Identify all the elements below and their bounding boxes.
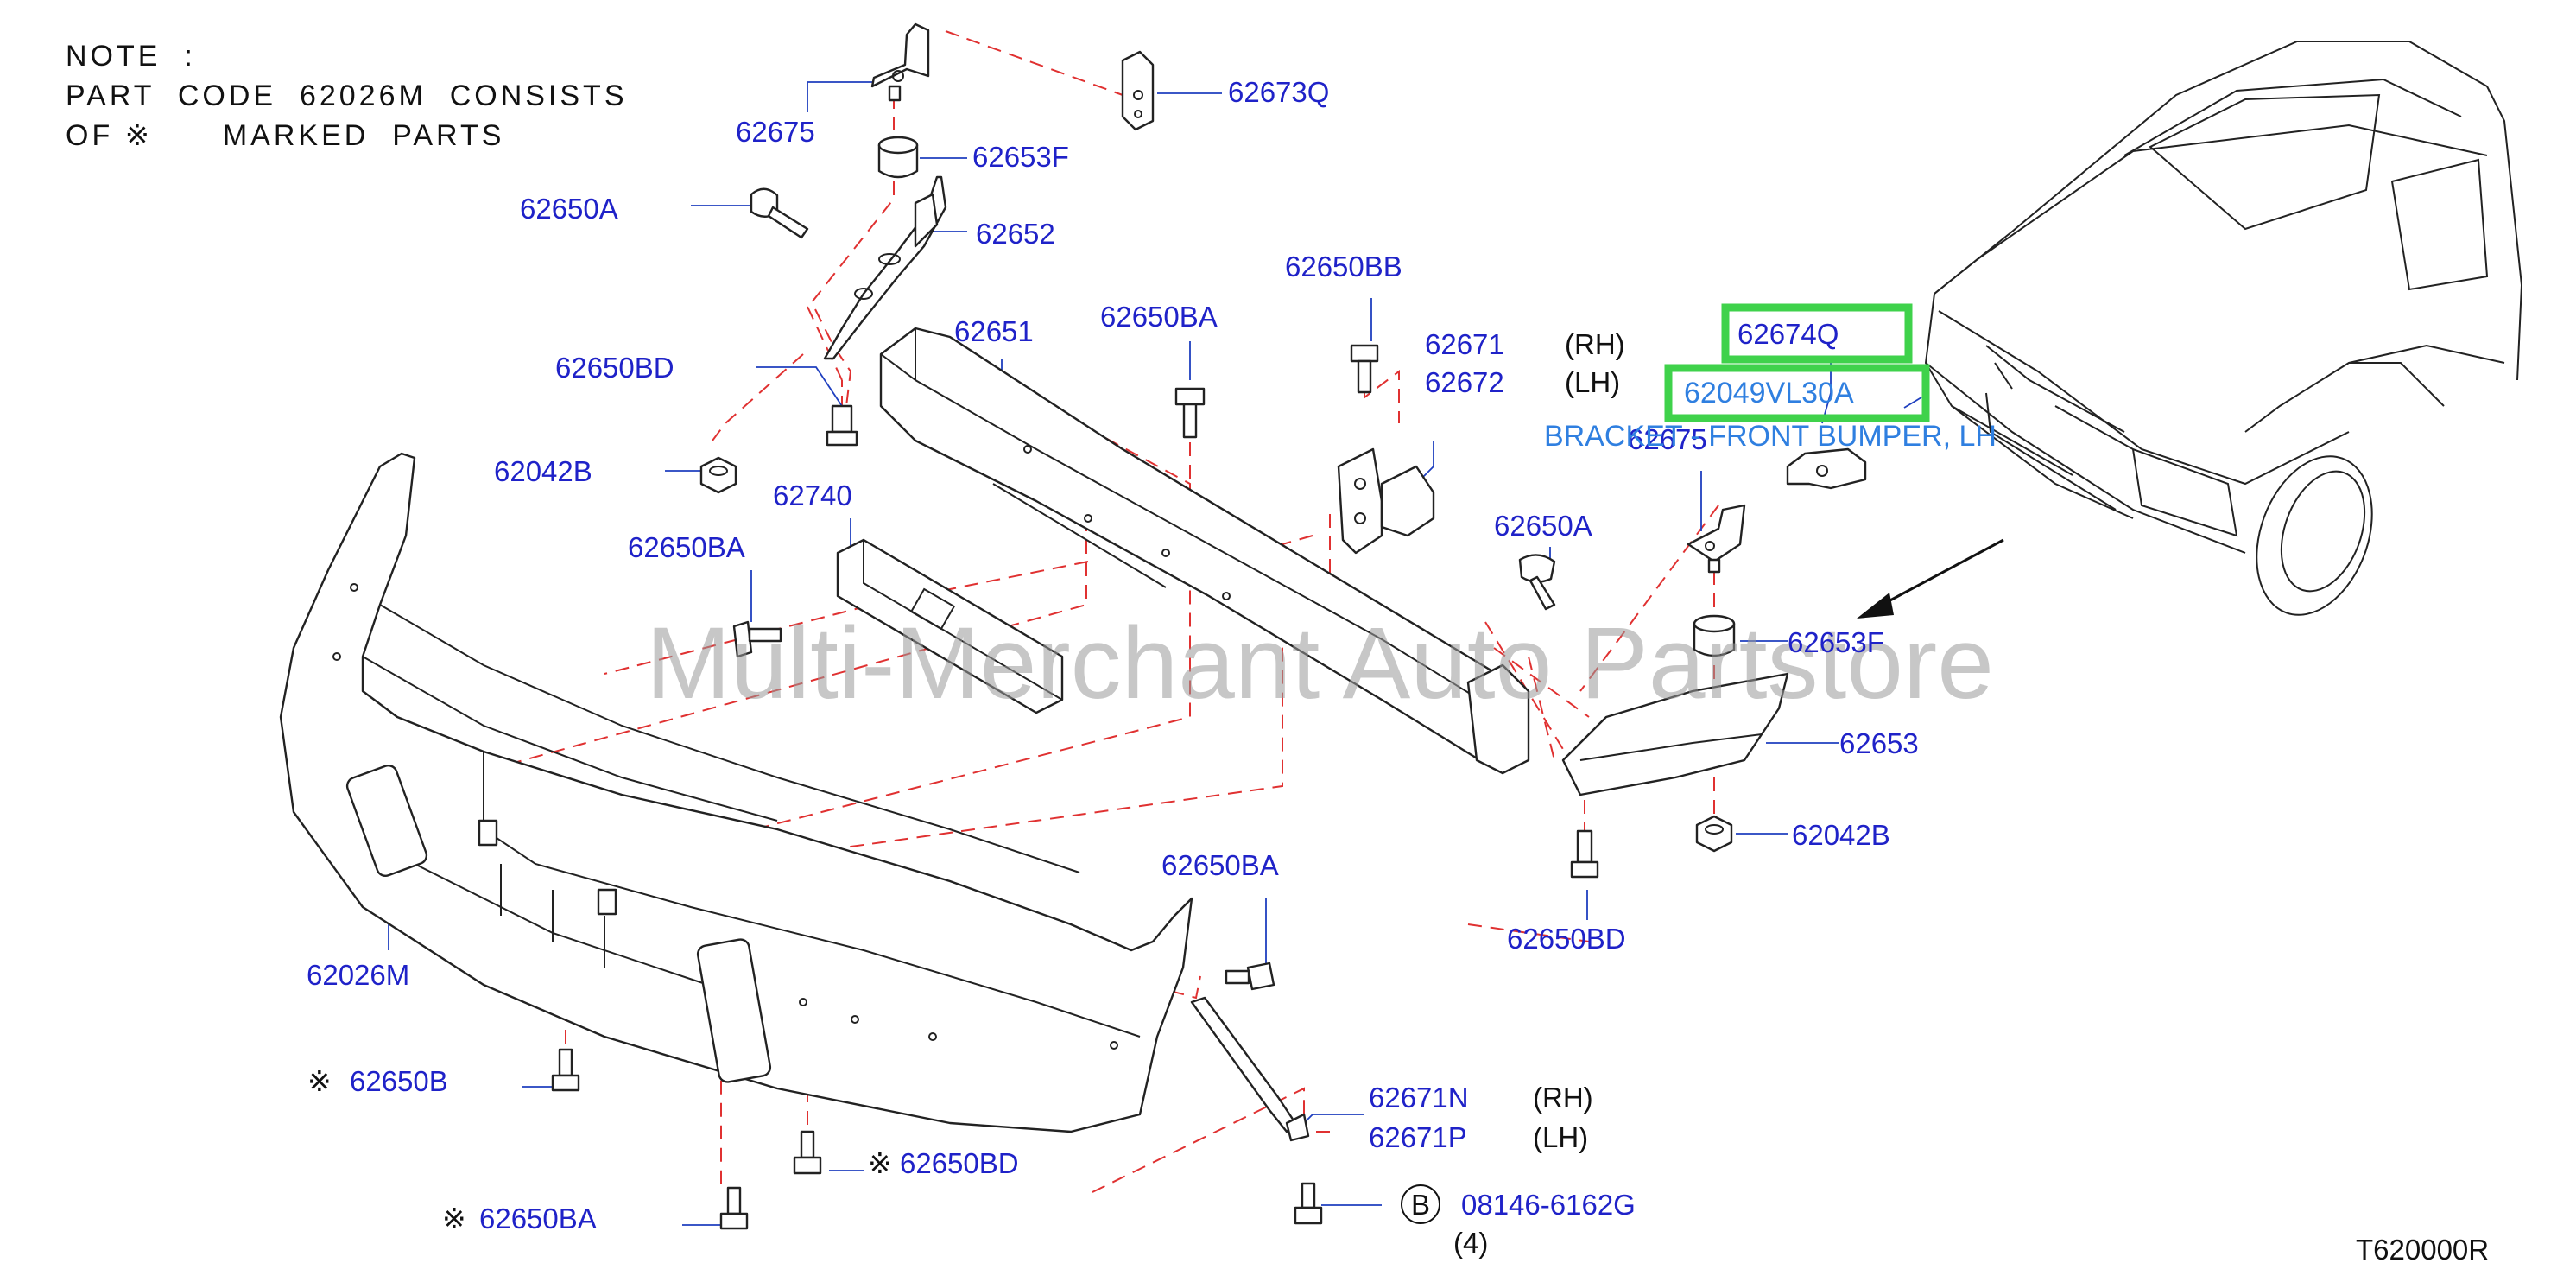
label-62651[interactable]: 62651 (954, 315, 1034, 347)
part-62652-bracket (823, 175, 947, 360)
label-62673Q[interactable]: 62673Q (1228, 76, 1329, 108)
label-62675-right[interactable]: 62675 (1628, 423, 1707, 455)
label-62653F-right[interactable]: 62653F (1788, 626, 1884, 658)
note-mark-symbol: ※ (124, 119, 154, 152)
label-08146-6162G[interactable]: 08146-6162G (1461, 1189, 1636, 1221)
parts-note: NOTE : PART CODE 62026M CONSISTS OF ※ MARK… (66, 36, 628, 155)
note-title: NOTE : (66, 40, 196, 73)
watermark-text: Multi-Merchant Auto Partstore (646, 606, 1994, 720)
label-62650A-left[interactable]: 62650A (520, 193, 618, 225)
part-62675-right-bracket (1687, 504, 1746, 574)
label-62671[interactable]: 62671 (1425, 328, 1504, 360)
label-62675-top[interactable]: 62675 (736, 116, 815, 148)
part-62650BD-bolt-bottom (793, 1130, 822, 1175)
part-62650BD-bolt-left (826, 404, 858, 447)
label-62674Q[interactable]: 62674Q (1737, 318, 1839, 350)
part-62671-62672-bracket (1337, 447, 1435, 555)
label-62653[interactable]: 62653 (1839, 727, 1919, 759)
part-62740-absorber (836, 538, 1064, 714)
part-62026M-bumper (279, 452, 1193, 1133)
part-62049VL30A-bracket (1786, 447, 1867, 490)
label-lh-62672: (LH) (1565, 366, 1620, 398)
note-of: OF (66, 119, 114, 152)
truck-outline (1924, 41, 2523, 616)
part-62671N-62671P-stay (1190, 996, 1310, 1142)
label-62650A-right[interactable]: 62650A (1494, 510, 1592, 542)
label-62671N[interactable]: 62671N (1369, 1082, 1469, 1114)
mark-symbol-62650BD: ※ (868, 1147, 892, 1179)
part-62651-reinforcement (879, 327, 1530, 775)
note-line-3: OF ※ MARKED PARTS (66, 116, 628, 155)
part-62650BA-bolt-left (732, 620, 782, 658)
mark-symbol-62650BA: ※ (442, 1203, 466, 1234)
label-rh-62671N: (RH) (1533, 1082, 1593, 1114)
label-62650BD-left[interactable]: 62650BD (555, 352, 674, 384)
label-62042B-right[interactable]: 62042B (1792, 819, 1890, 851)
label-62650BD-bottom[interactable]: 62650BD (900, 1147, 1019, 1179)
callout-b-circle (1401, 1184, 1440, 1224)
part-62650BA-bolt-top (1174, 387, 1206, 439)
part-62042B-nut-left (699, 456, 737, 494)
label-62740[interactable]: 62740 (773, 479, 852, 511)
selected-part-description: BRACKET - FRONT BUMPER, LH (1544, 420, 1997, 453)
part-62650BB-bolt (1350, 344, 1379, 394)
label-62650BD-right[interactable]: 62650BD (1507, 923, 1626, 955)
direction-arrow-head (1857, 593, 1894, 619)
label-62049VL30A[interactable]: 62049VL30A (1684, 377, 1854, 409)
note-line-2: PART CODE 62026M CONSISTS (66, 79, 628, 112)
label-62650BA-top[interactable]: 62650BA (1100, 301, 1218, 333)
label-62671P[interactable]: 62671P (1369, 1121, 1467, 1153)
label-62042B-left[interactable]: 62042B (494, 455, 592, 487)
mark-symbol-62650B: ※ (307, 1065, 332, 1097)
label-62650B[interactable]: 62650B (350, 1065, 448, 1097)
label-62652[interactable]: 62652 (976, 218, 1055, 250)
part-62650BA-bolt-bottom (719, 1186, 749, 1230)
label-62650BA-bottom[interactable]: 62650BA (479, 1203, 597, 1234)
direction-arrow-line (1873, 538, 2004, 611)
label-rh-62671: (RH) (1565, 328, 1625, 360)
label-62026M[interactable]: 62026M (307, 959, 409, 991)
part-08146-6162G-bolt (1294, 1182, 1323, 1225)
part-62653F-right-spacer (1693, 614, 1736, 657)
label-62650BB[interactable]: 62650BB (1285, 251, 1402, 282)
part-62650BD-bolt-right (1570, 829, 1599, 879)
part-62650B-bolt (551, 1048, 580, 1092)
highlight-box-62674Q (1721, 303, 1913, 364)
label-62650BA-mid[interactable]: 62650BA (1161, 849, 1279, 881)
part-62675-top-bracket (870, 22, 930, 102)
label-qty-4: (4) (1453, 1227, 1488, 1259)
note-marked-parts: MARKED PARTS (222, 119, 505, 152)
part-62042B-nut-right (1695, 815, 1733, 853)
label-lh-62671P: (LH) (1533, 1121, 1588, 1153)
highlight-box-62049VL30A (1664, 364, 1930, 422)
part-62653F-top-spacer (877, 136, 919, 179)
part-62653-corner (1561, 672, 1789, 796)
callout-b-letter: B (1411, 1189, 1430, 1221)
part-62650BA-bolt-mid (1225, 962, 1275, 991)
label-62653F-top[interactable]: 62653F (972, 141, 1069, 173)
label-62672[interactable]: 62672 (1425, 366, 1504, 398)
diagram-code: T620000R (2356, 1234, 2489, 1266)
part-62650A-bolt-right (1518, 554, 1556, 611)
label-62650BA-left[interactable]: 62650BA (628, 531, 745, 563)
part-62650A-bolt-left (750, 187, 809, 239)
part-62673Q-bracket (1121, 50, 1155, 131)
